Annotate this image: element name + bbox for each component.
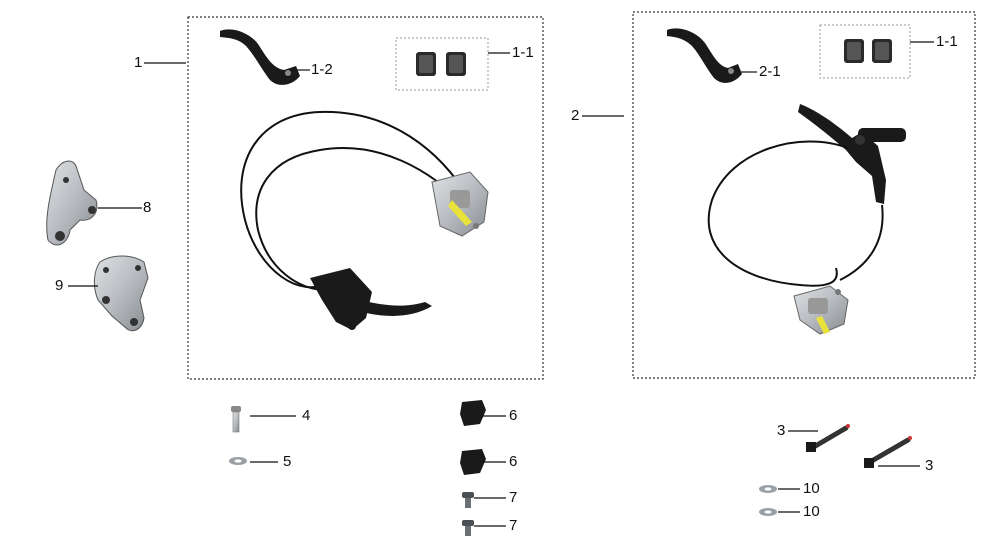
caliper-left (431, 171, 489, 237)
callout-9: 9 (55, 277, 64, 294)
callout-2: 2 (571, 107, 580, 124)
bolt-4 (231, 406, 241, 433)
caliper-right (793, 285, 849, 335)
master-cylinder-right (798, 104, 906, 204)
callout-3-bottom: 3 (925, 457, 934, 474)
callout-6-bottom: 6 (509, 453, 518, 470)
callout-8: 8 (143, 199, 152, 216)
brake-lever-1-2 (220, 29, 300, 85)
caliper-bracket-8 (46, 160, 98, 246)
caliper-bracket-9 (93, 255, 149, 332)
pads-box-1-1-right (819, 24, 911, 79)
callout-4: 4 (302, 407, 311, 424)
washer-10-bottom (759, 508, 777, 516)
assembly-box-1 (187, 16, 544, 380)
screw-7-bottom (462, 520, 474, 536)
pads-box-1-1-left (395, 37, 489, 91)
callout-7-top: 7 (509, 489, 518, 506)
washer-10-top (759, 485, 777, 493)
banjo-bolt-3-bottom (864, 436, 912, 468)
assembly-box-2 (632, 11, 976, 379)
brake-hose-right (707, 140, 884, 287)
callout-10-top: 10 (803, 480, 820, 497)
callout-1-1-left: 1-1 (512, 44, 534, 61)
callout-1-2: 1-2 (311, 61, 333, 78)
master-cylinder-left (310, 268, 432, 330)
leader-lines (68, 41, 934, 527)
callout-2-1: 2-1 (759, 63, 781, 80)
brake-lever-2-1 (667, 28, 742, 83)
callout-3-top: 3 (777, 422, 786, 439)
washer-5 (229, 457, 247, 465)
clamp-6-top (460, 400, 486, 426)
callout-6-top: 6 (509, 407, 518, 424)
brake-hose-left (240, 110, 471, 291)
screw-7-top (462, 492, 474, 508)
callout-5: 5 (283, 453, 292, 470)
callout-10-bottom: 10 (803, 503, 820, 520)
clamp-6-bottom (460, 449, 486, 475)
callout-1-1-right: 1-1 (936, 33, 958, 50)
brake-pads-left (416, 52, 466, 76)
banjo-bolt-3-top (806, 424, 850, 452)
callout-7-bottom: 7 (509, 517, 518, 534)
callout-1: 1 (134, 54, 143, 71)
brake-pads-right (844, 39, 892, 63)
